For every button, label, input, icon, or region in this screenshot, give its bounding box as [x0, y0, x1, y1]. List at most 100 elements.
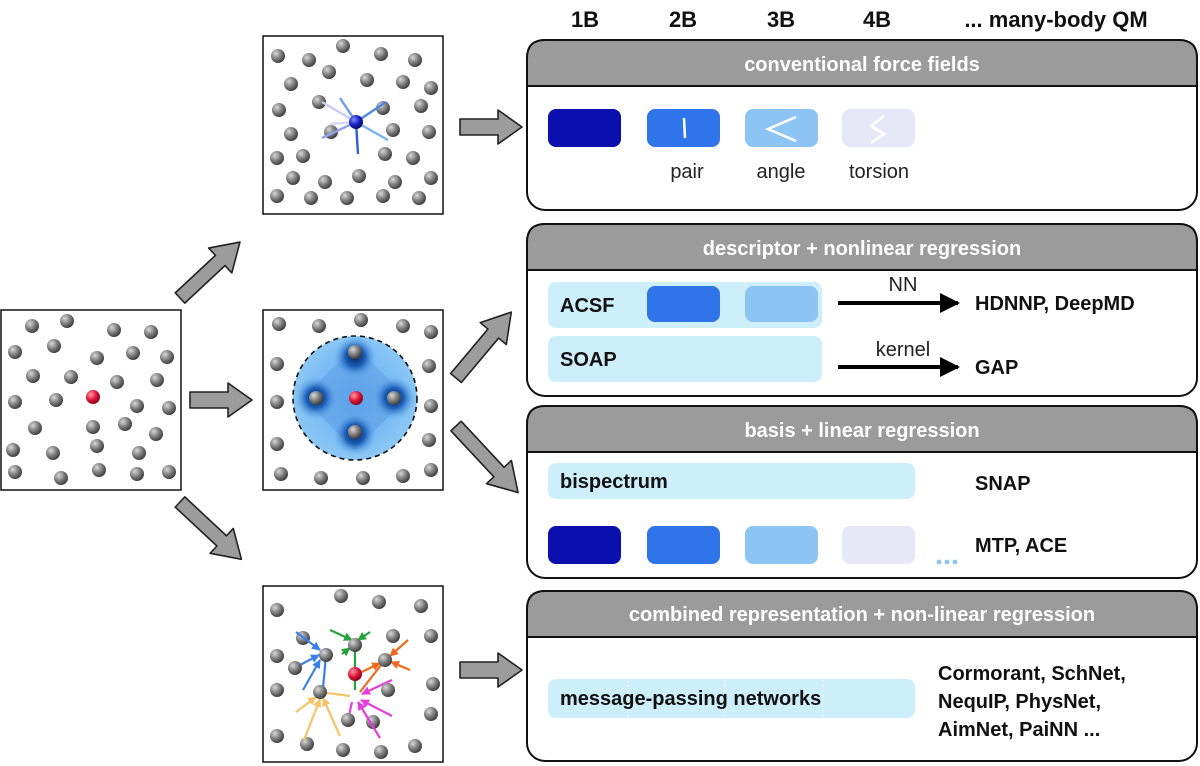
label-mtp-ace: MTP, ACE — [975, 535, 1067, 557]
label-acsf: ACSF — [560, 295, 614, 317]
atom — [86, 420, 100, 434]
atom — [26, 369, 40, 383]
message-passing-bar — [548, 679, 915, 718]
arrow-left-to-bottom — [174, 496, 243, 561]
mp-dividers — [627, 680, 824, 717]
label-torsion: torsion — [849, 161, 909, 183]
atom — [387, 391, 401, 405]
atom — [274, 467, 288, 481]
atom — [424, 629, 438, 643]
atom — [422, 359, 436, 373]
atom — [360, 73, 374, 87]
atoms-top — [270, 39, 438, 205]
basis-1body-chip — [548, 526, 621, 564]
message-arrow — [302, 698, 322, 741]
message-arrow — [302, 659, 321, 691]
panel-basis-header — [526, 405, 1198, 453]
atom — [107, 323, 121, 337]
atoms-bottom — [270, 589, 440, 759]
acsf-2body-chip — [647, 286, 720, 322]
atom — [396, 469, 410, 483]
message-arrow — [360, 699, 393, 717]
atom — [8, 345, 22, 359]
label-hdnnp: HDNNP, DeepMD — [975, 293, 1135, 315]
label-models-line2: NequIP, PhysNet, — [938, 691, 1101, 713]
message-arrow — [390, 660, 411, 672]
angle-glyph — [764, 115, 797, 143]
atom — [318, 175, 332, 189]
central-atom — [86, 390, 100, 404]
atom — [272, 103, 286, 117]
label-gap: GAP — [975, 357, 1018, 379]
atom — [314, 471, 328, 485]
acsf-3body-chip — [745, 286, 818, 322]
label-models-line3: AimNet, PaiNN ... — [938, 719, 1100, 741]
atom — [270, 395, 284, 409]
atom — [6, 443, 20, 457]
atom — [376, 101, 390, 115]
atom — [356, 471, 370, 485]
atom — [388, 175, 402, 189]
message-arrow — [295, 696, 317, 713]
message-arrow — [357, 701, 381, 739]
atom — [336, 39, 350, 53]
atom — [348, 638, 362, 652]
atom — [270, 437, 284, 451]
atom — [130, 399, 144, 413]
message-arrow — [321, 697, 342, 737]
atom — [90, 439, 104, 453]
atom — [162, 401, 176, 415]
chip-1body — [548, 109, 621, 147]
label-message-passing: message-passing networks — [560, 688, 821, 710]
atom — [270, 357, 284, 371]
arrow-bottom-to-combined — [459, 652, 523, 688]
label-pair: pair — [670, 161, 704, 183]
atom — [424, 707, 438, 721]
atom — [414, 99, 428, 113]
atom — [406, 151, 420, 165]
atom — [376, 189, 390, 203]
header-1b: 1B — [571, 7, 599, 32]
atom — [272, 317, 286, 331]
atom — [25, 319, 39, 333]
atom — [270, 603, 284, 617]
atom — [424, 463, 438, 477]
bispectrum-bar — [548, 463, 915, 499]
atom — [144, 325, 158, 339]
atom — [130, 467, 144, 481]
atom — [60, 314, 74, 328]
atom — [110, 375, 124, 389]
atom — [408, 53, 422, 67]
atom — [414, 599, 428, 613]
atom — [28, 421, 42, 435]
panel-basis: basis + linear regression bispectrum SNA… — [526, 405, 1198, 579]
panel-conventional-title: conventional force fields — [744, 54, 980, 76]
basis-4body-chip — [842, 526, 915, 564]
message-arrow — [341, 647, 351, 657]
atom — [162, 465, 176, 479]
atom — [366, 715, 380, 729]
atom — [340, 191, 354, 205]
atom — [386, 629, 400, 643]
atom — [412, 191, 426, 205]
column-headers: 1B 2B 3B 4B ... many-body QM — [571, 7, 1148, 32]
atom — [304, 191, 318, 205]
header-many-body: ... many-body QM — [964, 7, 1147, 32]
label-angle: angle — [757, 161, 806, 183]
atom — [270, 649, 284, 663]
atom — [160, 350, 174, 364]
atom — [309, 391, 323, 405]
basis-ellipsis — [936, 559, 958, 565]
message-arrow — [361, 662, 381, 673]
atom — [381, 683, 395, 697]
atom — [424, 399, 438, 413]
atom — [424, 81, 438, 95]
atom — [396, 319, 410, 333]
atom — [396, 75, 410, 89]
atom — [352, 169, 366, 183]
atom — [270, 151, 284, 165]
atom — [313, 685, 327, 699]
torsion-glyph — [868, 115, 887, 145]
atom — [296, 149, 310, 163]
atom — [319, 648, 333, 662]
